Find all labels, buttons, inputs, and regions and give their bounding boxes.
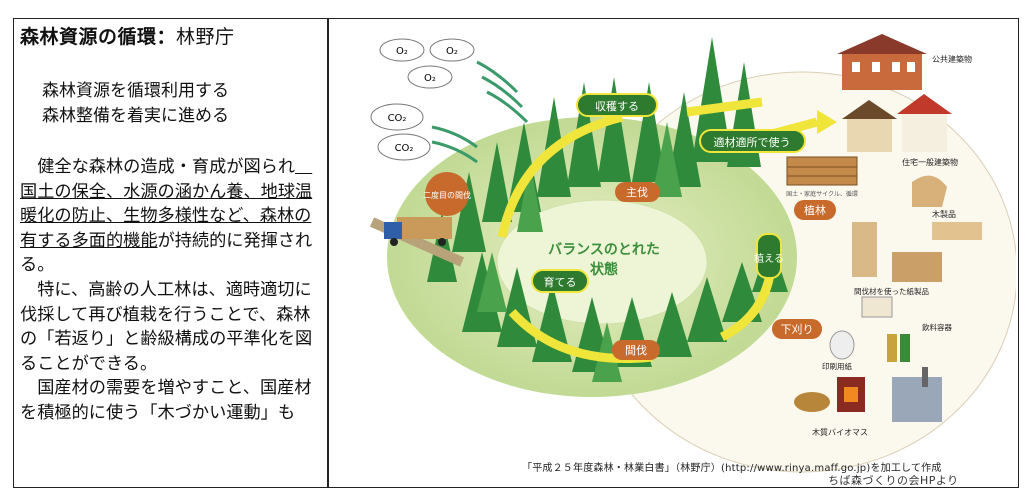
wood-products: [852, 175, 982, 282]
biomass: [794, 367, 942, 422]
p1-part-a: 健全な森林の造成・育成が図られ: [20, 157, 296, 177]
label-grow-text: 育てる: [544, 275, 577, 289]
p1-part-c: が持続的に発揮される。: [20, 230, 313, 276]
figure-caption: 「平成２５年度森林・林業白書」（林野庁）(http://www.rinya.ma…: [522, 463, 942, 474]
use-beverage-cartons: 飲料容器: [922, 322, 952, 332]
center-label-2: 状態: [590, 261, 618, 278]
text-column: 森林資源の循環：林野庁 森林資源を循環利用する 森林整備を着実に進める 健全な森…: [20, 22, 325, 426]
label-weeding: [772, 319, 822, 339]
label-planting: [794, 200, 836, 220]
paragraph-3: 国産材の需要を増やすこと、国産材を積極的に使う「木づかい運動」も: [20, 378, 312, 423]
label-thinning: [612, 340, 660, 360]
label-weeding-text: 下刈り: [781, 323, 814, 336]
forest-cycle-illustration: 収穫する 適材適所で使う 主伐 植林 植える 下刈り 間伐 育てる 二度目の間伐…: [369, 34, 1016, 473]
lead-text: 森林資源を循環利用する 森林整備を着実に進める: [20, 79, 325, 129]
title-separator: ：: [156, 26, 177, 48]
oxygen-clouds: O₂ O₂ O₂: [379, 38, 475, 89]
public-building: [837, 34, 927, 90]
label-clearcut: [615, 182, 660, 202]
lumber-stack: [786, 156, 858, 186]
title-main: 森林資源の循環: [20, 26, 157, 48]
use-public-building: 公共建築物: [932, 54, 972, 64]
co2-clouds: CO₂ CO₂: [370, 103, 431, 161]
lead-line-1: 森林資源を循環利用する: [42, 81, 229, 101]
svg-text:O₂: O₂: [446, 46, 458, 57]
label-clearcut-text: 主伐: [626, 186, 648, 199]
svg-text:O₂: O₂: [424, 73, 436, 84]
paragraph-2: 特に、高齢の人工林は、適時適切に伐採して再び植栽を行うことで、森林の「若返り」と…: [20, 279, 313, 374]
paper-products: [829, 296, 910, 362]
cycle-arrow-harvest-2: [686, 97, 763, 117]
svg-text:CO₂: CO₂: [388, 113, 407, 124]
center-label-1: バランスのとれた: [548, 242, 660, 258]
title-org: 林野庁: [176, 26, 235, 48]
body-text: 健全な森林の造成・育成が図られ 国土の保全、水源の涵かん養、地球温暖化の防止、生…: [20, 155, 325, 426]
label-second-thinning-text: 二度目の間伐: [423, 190, 471, 200]
use-paper-products: 間伐材を使った紙製品: [854, 286, 929, 296]
label-use-text: 適材適所で使う: [714, 135, 791, 149]
p1-underlined: 国土の保全、水源の涵かん養、地球温暖化の防止、生物多様性など、森林の有する多面的…: [20, 157, 313, 251]
label-harvest-text: 収穫する: [595, 100, 639, 113]
label-use: [699, 129, 806, 153]
paragraph-1: 健全な森林の造成・育成が図られ 国土の保全、水源の涵かん養、地球温暖化の防止、生…: [20, 155, 325, 278]
column-divider: [327, 18, 329, 488]
label-harvest: [576, 93, 658, 117]
slide-title: 森林資源の循環：林野庁: [20, 22, 325, 49]
use-housing: 住宅一般建築物: [902, 157, 958, 167]
lead-line-2: 森林整備を着実に進める: [42, 106, 229, 126]
houses: [842, 94, 952, 152]
use-printing-paper: 印刷用紙: [822, 361, 852, 371]
slide-frame: [13, 18, 1019, 488]
label-second-thinning: [425, 172, 469, 216]
label-plant-text: 植える: [754, 252, 784, 265]
cycle-arrow-harvest: [497, 112, 624, 238]
air-waves: [431, 60, 529, 164]
label-planting-text: 植林: [804, 203, 826, 217]
label-thinning-text: 間伐: [625, 344, 647, 357]
svg-text:CO₂: CO₂: [395, 143, 414, 154]
source-credit: ちば森づくりの会HPより: [828, 474, 959, 487]
lumber-tag: 国土・家庭サイクル、循環: [786, 190, 858, 198]
label-grow: [531, 269, 589, 293]
logging-truck: [369, 217, 465, 267]
use-biomass: 木質バイオマス: [812, 427, 868, 437]
use-wood-products: 木製品: [932, 209, 956, 219]
svg-text:O₂: O₂: [396, 46, 408, 57]
label-plant: [756, 233, 782, 279]
